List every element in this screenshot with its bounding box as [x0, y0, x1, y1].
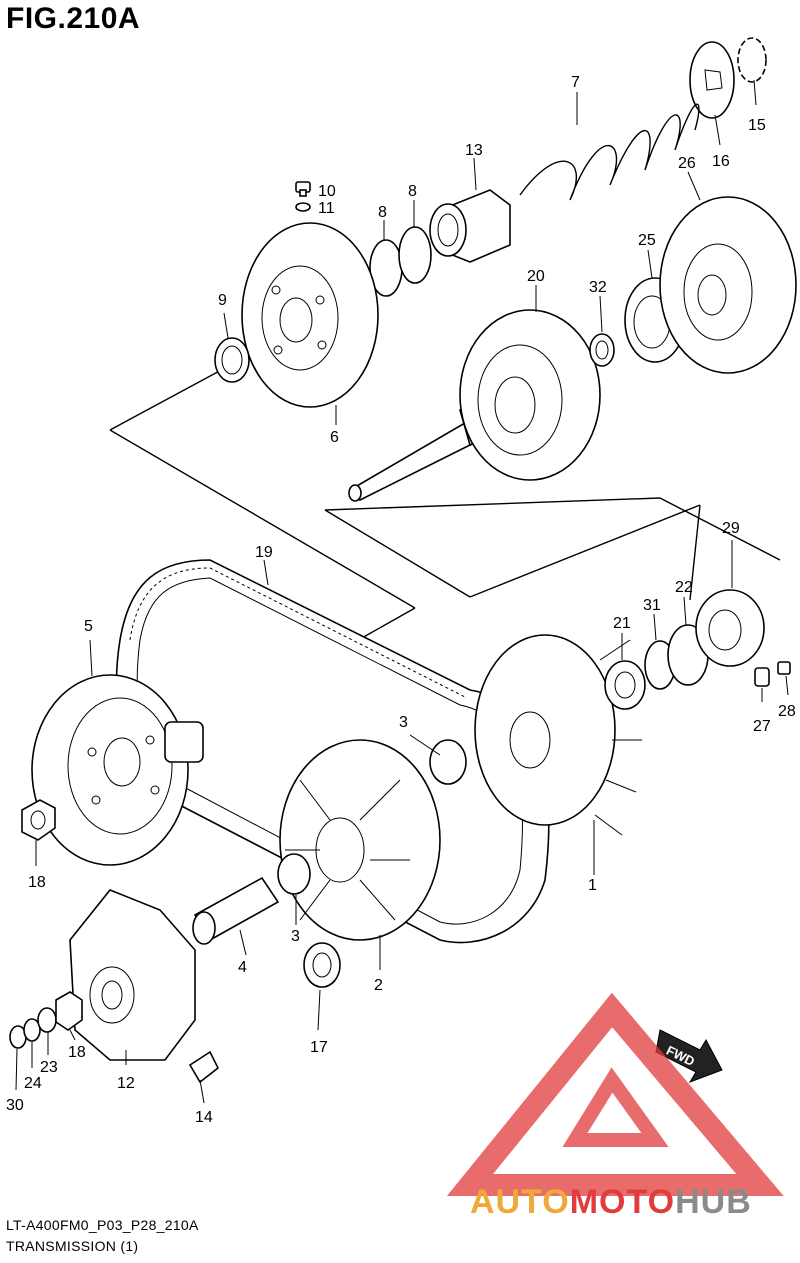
callout-31: 31: [643, 597, 661, 614]
callout-5: 5: [84, 618, 93, 635]
callout-4: 4: [238, 959, 247, 976]
callout-22: 22: [675, 579, 693, 596]
part-11-washer: [295, 202, 311, 212]
part-14-key: [188, 1050, 220, 1084]
part-16-plate: [689, 41, 735, 119]
part-3-roller-lower: [277, 853, 311, 895]
callout-8-right: 8: [408, 183, 417, 200]
part-6-driven-face: [241, 222, 379, 408]
callout-32: 32: [589, 279, 607, 296]
callout-9: 9: [218, 292, 227, 309]
part-8-orings: [369, 226, 432, 297]
callout-15: 15: [748, 117, 766, 134]
part-3-roller-upper: [429, 739, 467, 785]
part-4-spacer: [192, 876, 280, 945]
callout-6: 6: [330, 429, 339, 446]
callout-3-upper: 3: [399, 714, 408, 731]
callout-8-left: 8: [378, 204, 387, 221]
part-7-spring: [519, 103, 700, 201]
callout-2: 2: [374, 977, 383, 994]
callout-1: 1: [588, 877, 597, 894]
callouts: 1 2 3 3 4 5 6 7 8 8 9 10 11 12 1: [6, 74, 796, 1126]
part-20-driven-shaft: [348, 309, 601, 502]
callout-19: 19: [255, 544, 273, 561]
part-2-movable-drive-face: [279, 739, 441, 941]
callout-26: 26: [678, 155, 696, 172]
part-23-washer: [37, 1007, 57, 1033]
part-26-clutch-housing: [659, 196, 797, 374]
callout-21: 21: [613, 615, 631, 632]
part-1-driven-pulley: [474, 634, 642, 836]
callout-16: 16: [712, 153, 730, 170]
part-18-nut-lower: [55, 991, 83, 1031]
callout-10: 10: [318, 183, 336, 200]
callout-3-lower: 3: [291, 928, 300, 945]
callout-12: 12: [117, 1075, 135, 1092]
callout-13: 13: [465, 142, 483, 159]
callout-27: 27: [753, 718, 771, 735]
callout-11: 11: [318, 200, 335, 217]
part-28-bolt: [777, 661, 791, 675]
part-21-ring: [604, 660, 646, 710]
part-27-clamp: [754, 667, 770, 687]
part-18-nut-left: [21, 799, 56, 841]
part-24-washer: [23, 1018, 41, 1042]
callout-18-left: 18: [28, 874, 46, 891]
footer-code: LT-A400FM0_P03_P28_210A: [6, 1217, 199, 1233]
watermark-text: AUTOMOTOHUB: [470, 1183, 752, 1221]
figure-title: FIG.210A: [6, 2, 141, 35]
callout-29: 29: [722, 520, 740, 537]
callout-30: 30: [6, 1097, 24, 1114]
part-9-seal: [214, 337, 250, 383]
part-29-bearing: [695, 589, 765, 667]
footer-caption: TRANSMISSION (1): [6, 1238, 139, 1254]
callout-7: 7: [571, 74, 580, 91]
part-32-bushing: [589, 333, 615, 367]
part-17-bearing: [303, 942, 341, 988]
callout-25: 25: [638, 232, 656, 249]
callout-17: 17: [310, 1039, 328, 1056]
callout-28: 28: [778, 703, 796, 720]
callout-23: 23: [40, 1059, 58, 1076]
callout-24: 24: [24, 1075, 42, 1092]
callout-20: 20: [527, 268, 545, 285]
part-13-collar: [429, 189, 511, 263]
watermark-logo-icon: [446, 992, 784, 1196]
part-10-bolt: [295, 181, 311, 197]
part-5-drive-face: [31, 674, 204, 866]
part-15-circlip: [737, 37, 767, 83]
callout-18-lower: 18: [68, 1044, 86, 1061]
callout-14: 14: [195, 1109, 213, 1126]
part-12-fan: [69, 889, 196, 1061]
